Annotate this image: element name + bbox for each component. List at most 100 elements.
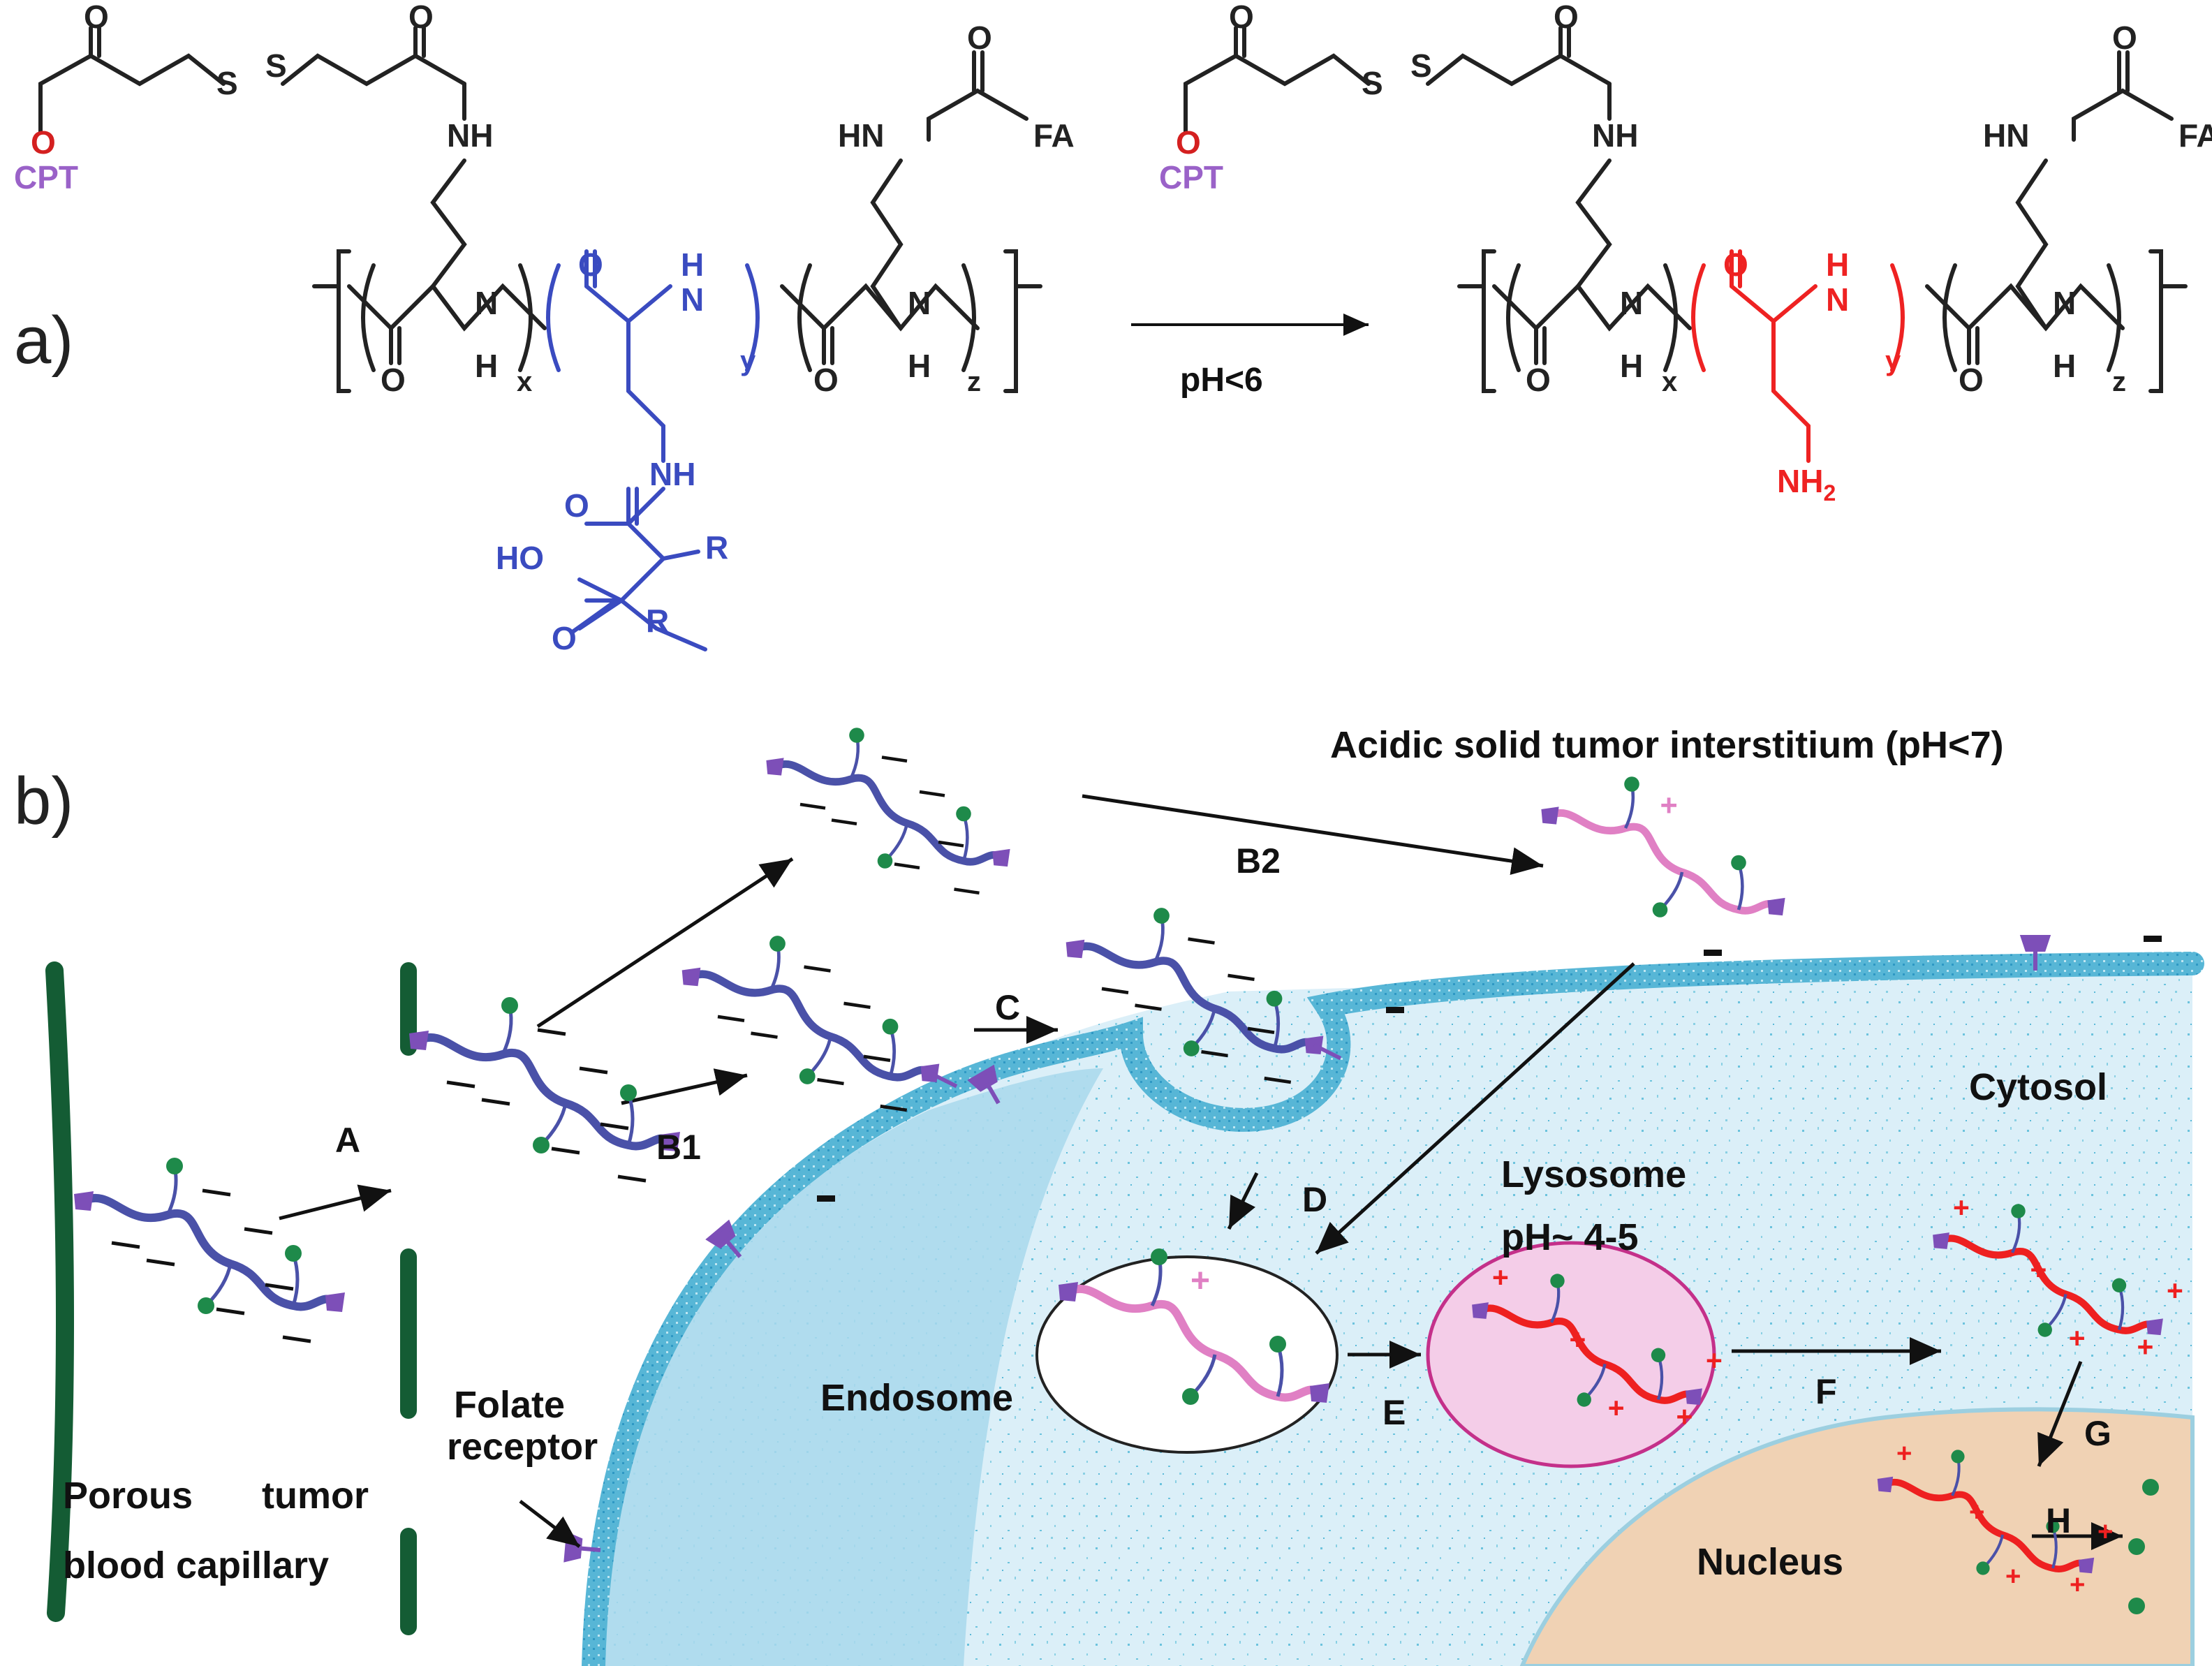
drug-dot — [501, 997, 518, 1014]
polymer-backbone — [1546, 809, 1780, 915]
folate-pointer-arrow — [519, 1500, 581, 1548]
drug-dot — [1577, 1392, 1591, 1407]
minus-charge — [579, 1066, 608, 1075]
drug-dot — [1651, 1348, 1666, 1362]
svg-text:O: O — [1554, 0, 1579, 35]
capillary-label-word2: tumor — [262, 1475, 369, 1517]
polymer-carrier — [766, 728, 1010, 895]
plus-charge: + — [1969, 1497, 1984, 1527]
step-label-b1: B1 — [656, 1128, 701, 1167]
released-drug — [2128, 1479, 2159, 1614]
capillary-label-line2: blood capillary — [63, 1545, 329, 1586]
folate-ligand — [74, 1191, 94, 1211]
minus-charge — [817, 1077, 844, 1086]
minus-charge — [804, 965, 831, 973]
svg-text:S: S — [1410, 47, 1432, 84]
drug-dot — [620, 1084, 637, 1101]
drug-dot — [1182, 1388, 1199, 1405]
minus-charge — [954, 887, 980, 895]
folate-receptor-icon — [2019, 935, 2051, 971]
drug-dot — [1550, 1274, 1565, 1288]
plus-charge: + — [1608, 1392, 1625, 1424]
minus-sign — [1704, 950, 1722, 956]
svg-text:R: R — [705, 529, 728, 566]
folate-label-line1: Folate — [454, 1384, 565, 1426]
plus-charge: + — [1190, 1262, 1210, 1299]
polymer-carrier — [74, 1158, 345, 1343]
drug-dot — [769, 936, 786, 952]
svg-text:H: H — [475, 348, 498, 384]
nucleus-label: Nucleus — [1697, 1541, 1843, 1583]
folate-ligand — [325, 1292, 345, 1312]
minus-charge — [863, 1054, 891, 1063]
polymer-structure-before — [38, 26, 1042, 393]
drug-dot — [166, 1158, 183, 1174]
folate-ligand — [681, 967, 701, 987]
reaction-condition: pH<6 — [1180, 362, 1263, 399]
drug-dot — [1153, 908, 1170, 924]
plus-charge: + — [2070, 1570, 2085, 1600]
svg-text:N: N — [475, 285, 498, 321]
lysosome-ph-label: pH~ 4-5 — [1501, 1216, 1639, 1258]
svg-text:S: S — [1362, 65, 1383, 101]
drug-dot — [882, 1018, 899, 1035]
minus-charge — [146, 1258, 175, 1267]
drug-dot — [1976, 1561, 1990, 1575]
plus-charge: + — [2097, 1517, 2113, 1547]
polymer-carrier: + — [1059, 1248, 1329, 1405]
folate-ligand — [1059, 1282, 1078, 1302]
minus-charge — [617, 1174, 647, 1183]
step-label-e: E — [1382, 1393, 1406, 1432]
plus-charge: + — [1492, 1261, 1509, 1293]
minus-charge — [1101, 987, 1129, 995]
svg-text:S: S — [265, 47, 287, 84]
polymer-backbone — [415, 1033, 674, 1151]
minus-charge — [1227, 973, 1255, 982]
minus-charge — [265, 1283, 294, 1291]
svg-text:R: R — [646, 603, 669, 639]
svg-text:H: H — [1620, 348, 1643, 384]
minus-charge — [244, 1227, 273, 1235]
drug-dot — [1269, 1336, 1286, 1352]
svg-text:O: O — [552, 620, 577, 656]
svg-text:HN: HN — [838, 117, 884, 154]
svg-text:CPT: CPT — [14, 159, 78, 196]
step-label-c: C — [995, 988, 1020, 1027]
svg-text:x: x — [517, 367, 532, 397]
drug-dot — [533, 1137, 550, 1153]
panel-b-label: b) — [14, 764, 73, 839]
polymer-labels-before: O CPT O S S O NH HN O FA O N H x O H N y… — [14, 0, 1075, 656]
minus-sign — [2144, 936, 2162, 942]
folate-ligand — [920, 1063, 940, 1083]
minus-charge — [881, 755, 908, 763]
polymer-structure-after — [1184, 26, 2188, 393]
drug-dot — [1951, 1450, 1965, 1464]
svg-text:O: O — [381, 362, 406, 398]
polymer-backbone — [771, 760, 1005, 866]
svg-text:FA: FA — [1033, 117, 1075, 154]
folate-ligand — [1933, 1232, 1949, 1249]
minus-charge — [751, 1031, 778, 1039]
svg-text:O: O — [84, 0, 109, 35]
polymer-carrier — [681, 936, 958, 1112]
folate-ligand — [1304, 1035, 1324, 1055]
svg-text:CPT: CPT — [1159, 159, 1223, 196]
polymer-carrier: +++++ — [1472, 1261, 1723, 1433]
interstitium-title: Acidic solid tumor interstitium (pH<7) — [1330, 724, 2004, 766]
process-arrows — [279, 794, 2123, 1550]
folate-label-line2: receptor — [447, 1426, 598, 1468]
minus-charge — [111, 1241, 140, 1249]
minus-charge — [831, 818, 857, 826]
red-repeat-unit — [1691, 249, 1905, 463]
step-label-g: G — [2084, 1414, 2111, 1453]
minus-charge — [202, 1188, 231, 1197]
drug-dot — [2128, 1598, 2145, 1614]
lysosome-label: Lysosome — [1501, 1153, 1686, 1195]
folate-ligand — [661, 1132, 680, 1151]
svg-text:H: H — [2053, 348, 2076, 384]
capillary-label-word1: Porous — [63, 1475, 193, 1517]
blue-repeat-unit — [546, 249, 760, 651]
drug-dot — [1151, 1248, 1167, 1265]
folate-ligand — [1877, 1476, 1894, 1493]
